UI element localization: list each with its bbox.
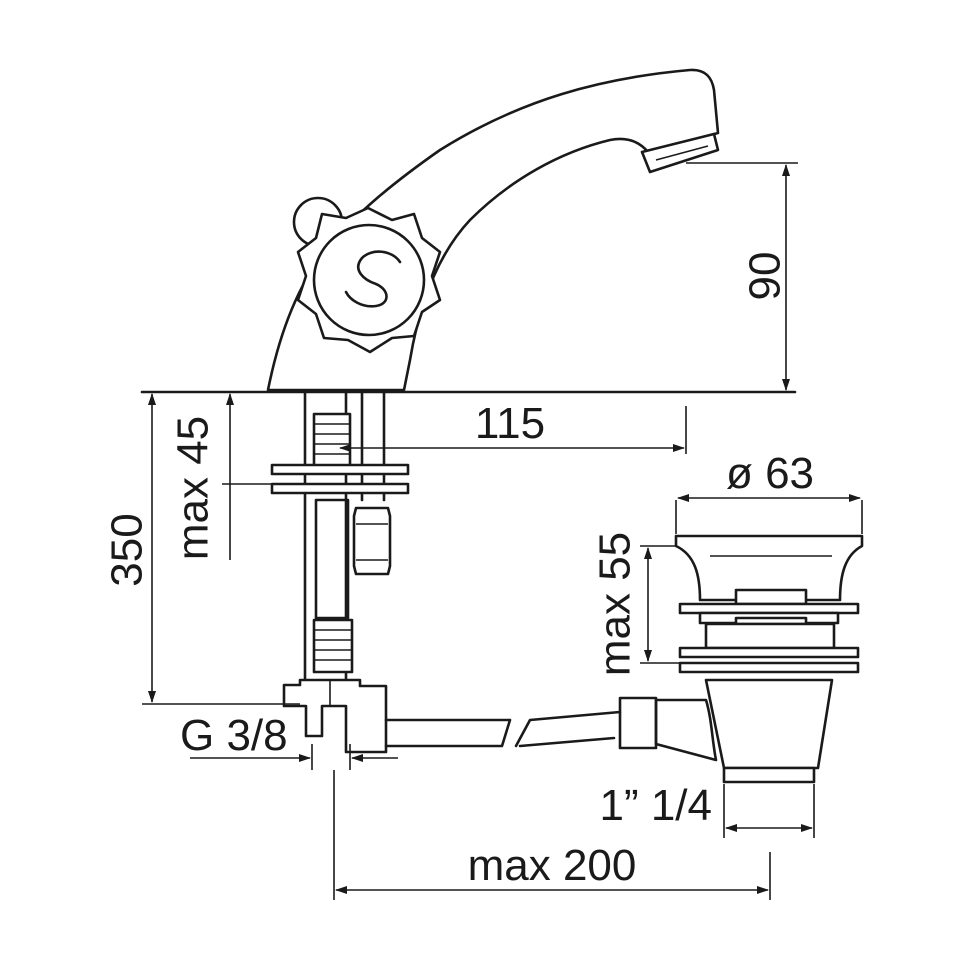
label-spout-height: 90 bbox=[741, 252, 790, 301]
label-waste-thread: 1” 1/4 bbox=[599, 781, 712, 830]
waste-assembly bbox=[618, 534, 864, 784]
label-flange-diameter: ø 63 bbox=[726, 449, 814, 498]
label-deck-thickness: max 45 bbox=[169, 416, 218, 560]
label-waste-deck-thickness: max 55 bbox=[591, 532, 640, 676]
s-logo-icon bbox=[344, 250, 402, 308]
dimension-lines bbox=[142, 162, 863, 900]
label-spout-reach: 115 bbox=[475, 399, 545, 448]
tap-underdeck bbox=[270, 390, 622, 754]
label-max-distance: max 200 bbox=[468, 841, 637, 890]
handle bbox=[292, 196, 442, 354]
label-hose-length: 350 bbox=[103, 513, 152, 586]
knurled-nut bbox=[618, 696, 658, 750]
label-inlet-thread: G 3/8 bbox=[180, 711, 288, 760]
